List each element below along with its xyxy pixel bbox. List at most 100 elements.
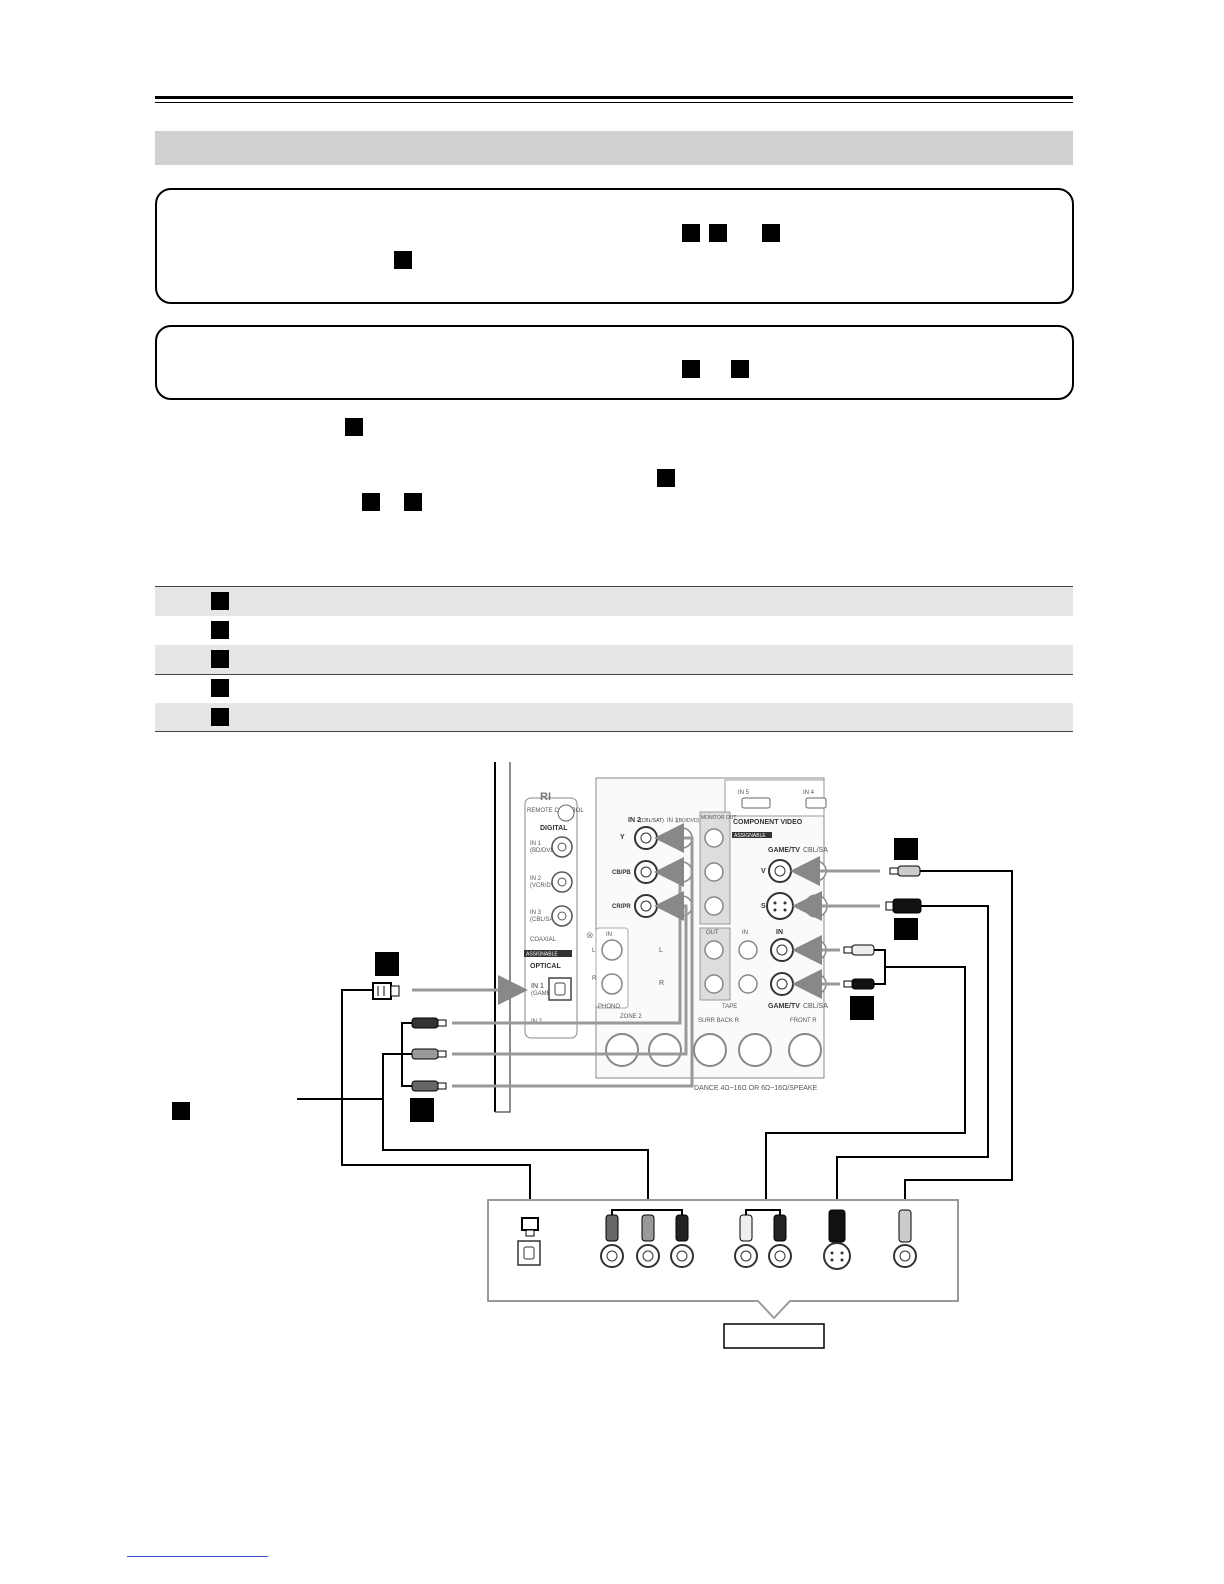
front-r-label: FRONT R [790,1018,817,1024]
y-label: Y [620,834,625,841]
impedance-label: DANCE 4Ω~16Ω OR 6Ω~16Ω/SPEAKE [694,1085,818,1092]
surr-back-r-label: SURR BACK R [698,1018,740,1024]
comp-in2-label: IN 2 [628,817,641,824]
coaxial-label: COAXIAL [530,937,557,943]
rca-plug-icon [411,1048,439,1060]
s-video-jack [823,1242,851,1270]
rca-plug-icon [675,1214,689,1242]
table-row-rule [155,674,1073,675]
table-row [155,587,1073,616]
tape-in-label: IN [742,930,748,936]
marker-square [211,592,229,610]
digital-in1-sub: (BD/DVD) [530,848,557,854]
comp-in2-sub: (CBL/SAT) [640,818,664,824]
marker-square [894,838,918,860]
marker-square [394,251,412,269]
marker-square [211,679,229,697]
phono-l-label: L [592,948,596,954]
header-rule-thick [155,96,1073,99]
marker-square [762,224,780,242]
optical-in1-sub: (GAME/TV) [531,991,562,997]
marker-square [682,360,700,378]
table-row [155,703,1073,732]
digital-in2-sub: (VCR/DVR) [530,883,561,889]
rca-plug-icon [641,1214,655,1242]
rca-plug-icon [411,1017,439,1029]
marker-square [375,952,399,976]
assignable-label: ASSIGNABLE [526,952,558,958]
optical-in1-label: IN 1 [531,983,544,990]
rca-plug-icon [897,865,921,877]
marker-square [682,224,700,242]
table-row [155,674,1073,703]
marker-square [404,493,422,511]
monitor-out-label: MONITOR OUT [701,815,736,821]
table-row [155,645,1073,674]
ground-icon: ⊗ [586,930,594,940]
footer-link-underline[interactable] [127,1556,268,1557]
phono-label: PHONO [598,1004,620,1010]
section-title-bar [155,131,1073,165]
remote-control-label: REMOTE CONTROL [527,808,584,814]
table-row [155,616,1073,645]
marker-square [850,996,874,1020]
marker-square [345,418,363,436]
receiver-rear-panel [494,762,825,1113]
rca-plug-icon [851,944,875,956]
game-in-label: IN [776,929,783,936]
s-video-jack [766,892,794,920]
cr-label: CR/PR [612,904,631,910]
digital-in2-label: IN 2 [530,876,542,882]
cbl-sat-label: CBL/SA [803,847,828,854]
rca-plug-icon [851,978,875,990]
note-box-2 [155,325,1074,400]
cbl-sat-audio-label: CBL/SA [803,1003,828,1010]
s-video-plug-icon [828,1209,846,1243]
s-label: S [761,903,766,910]
note-box-1 [155,188,1074,304]
comp-in1-label: IN 1 [667,818,679,824]
comp-in1-sub: (BD/DVD) [677,818,700,824]
device-label-box [723,1323,825,1349]
table-top-rule [155,586,1073,587]
game-tv-audio-label: GAME/TV [768,1003,800,1010]
marker-square [211,621,229,639]
zone2-r-label: R [659,980,664,987]
digital-label: DIGITAL [540,825,568,832]
cable-runs [297,870,1013,1215]
hdmi-in5-label: IN 5 [738,790,750,796]
rca-plug-icon [898,1209,912,1243]
marker-square [362,493,380,511]
rca-plug-icon [773,1214,787,1242]
zone2-label: ZONE 2 [620,1014,642,1020]
v-label: V [761,868,766,875]
phono-in-label: IN [606,932,612,938]
tape-out-label: OUT [706,930,719,936]
optical-label: OPTICAL [530,963,561,970]
game-tv-label: GAME/TV [768,847,800,854]
marker-square [894,918,918,940]
phono-r-label: R [592,976,597,982]
cable-plugs-left [372,982,447,1092]
optical-plug-icon [372,982,392,1000]
component-video-label: COMPONENT VIDEO [733,819,803,826]
cable-arrows [412,823,880,1088]
optical-plug-icon [521,1217,539,1231]
diagram-markers [172,838,918,1122]
zone2-l-label: L [659,947,663,954]
digital-in1-label: IN 1 [530,841,542,847]
comp-assignable-label: ASSIGNABLE [734,833,766,839]
hdmi-in4-label: IN 4 [803,790,815,796]
marker-square [172,1102,190,1120]
marker-square [657,469,675,487]
ri-logo-icon: RI [540,791,551,803]
tape-label: TAPE [722,1004,737,1010]
rca-plug-icon [411,1080,439,1092]
digital-in3-sub: (CBL/SAT) [530,917,559,923]
cb-label: CB/PB [612,870,631,876]
marker-square [410,1098,434,1122]
rca-plug-icon [739,1214,753,1242]
marker-square [709,224,727,242]
header-rule-thin [155,102,1073,103]
